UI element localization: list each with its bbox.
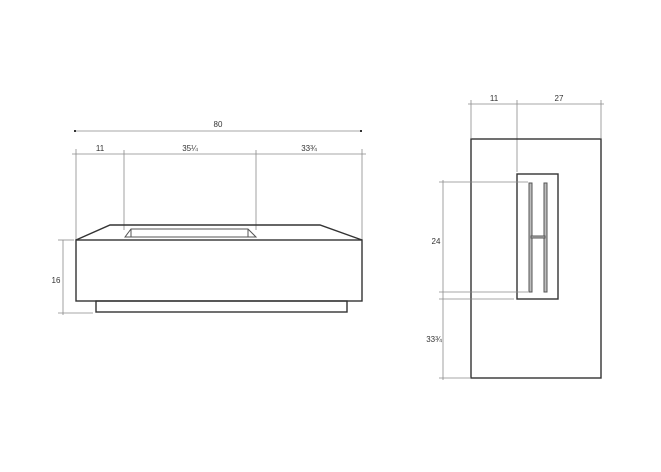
segment-left-label: 11 [96,144,105,153]
burner-length-label: 24 [432,237,441,246]
burner-crossbar [530,235,546,239]
height-dimension: 16 [52,239,93,315]
height-label: 16 [52,276,61,285]
segment-dimensions: 11 35¼ 33¾ [72,144,366,240]
table-top-outline [470,138,602,379]
table-body [75,224,363,313]
burner-length-dimension: 24 33¾ [426,180,528,380]
burner-pan [516,173,559,300]
top-view: 11 27 24 33¾ [426,94,604,380]
top-segment-right-label: 27 [555,94,564,103]
segment-right-label: 33¾ [301,144,317,153]
overall-width-dimension: 80 [74,120,362,132]
overall-width-label: 80 [214,120,223,129]
top-width-dimensions: 11 27 [468,94,604,172]
top-segment-left-label: 11 [490,94,499,103]
front-view: 80 11 35¼ 33¾ [52,120,366,315]
burner-offset-label: 33¾ [426,335,442,344]
burner [516,173,559,300]
segment-middle-label: 35¼ [182,144,198,153]
